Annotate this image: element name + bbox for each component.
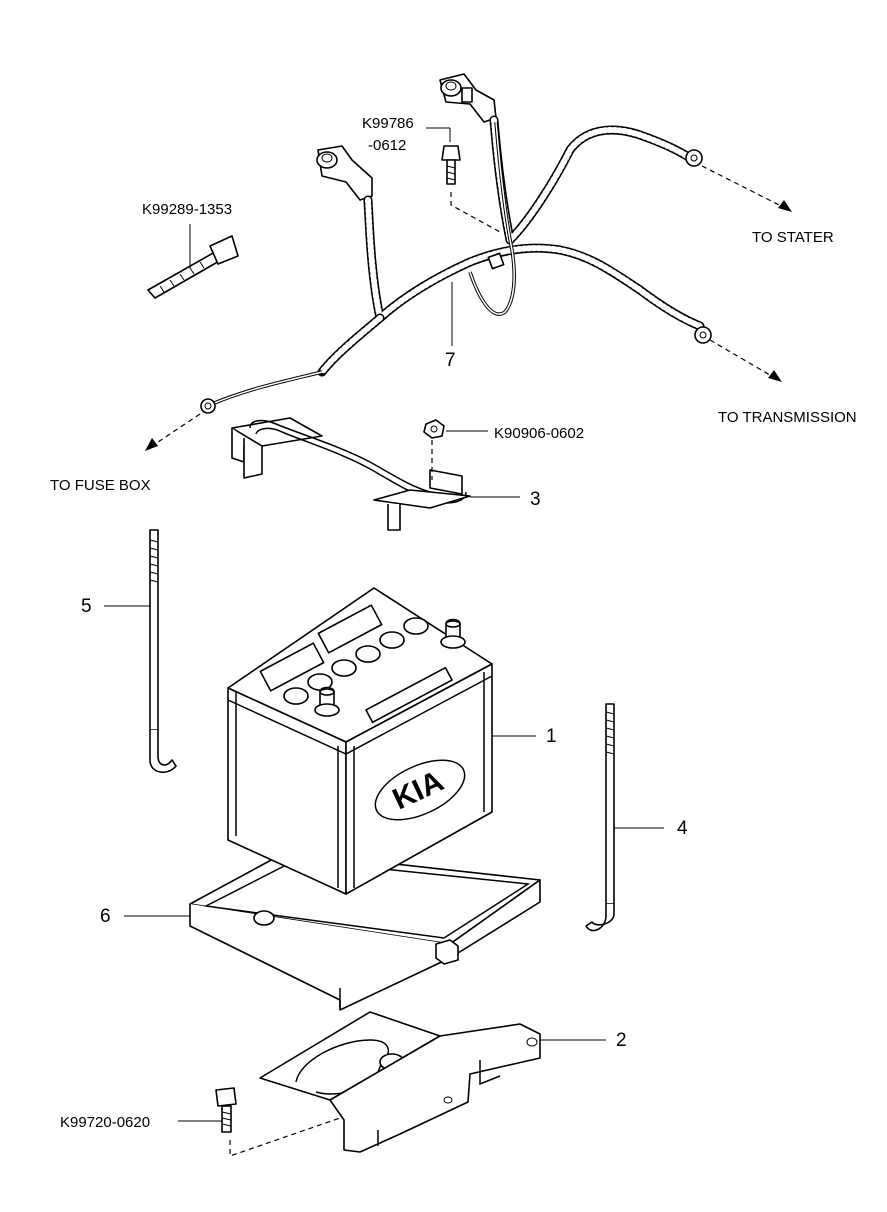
top-bolt-part-number-line1: K99786 [362,115,414,132]
cable-harness [200,73,712,414]
battery-tray [124,851,541,1011]
positive-terminal-clamp [316,145,373,201]
rod-left [104,529,177,773]
part-number-6: 6 [100,906,111,927]
to-transmission-label: TO TRANSMISSION [718,409,857,426]
nut-part-number: K90906-0602 [494,425,584,442]
top-bolt-part-number-line2: -0612 [368,137,406,154]
bottom-bolt-part-number: K99720-0620 [60,1114,150,1131]
part-number-5: 5 [81,596,92,617]
part-number-4: 4 [677,818,688,839]
bottom-bolt [178,1087,341,1157]
rod-right [585,703,664,932]
part-number-1: 1 [546,726,557,747]
battery: KIA [227,587,536,895]
battery-terminals [314,618,466,717]
to-fuse-box-label: TO FUSE BOX [50,477,151,494]
top-bolt [426,127,501,233]
negative-terminal-clamp [439,73,497,123]
tray-bracket [259,1011,606,1153]
battery-clamp [231,417,520,531]
tie-part-number: K99289-1353 [142,201,232,218]
cable-tie [147,224,239,299]
to-stater-label: TO STATER [752,229,834,246]
leader-arrows [145,165,792,451]
part-number-3: 3 [530,489,541,510]
part-number-2: 2 [616,1030,627,1051]
nut [423,419,488,439]
vent-caps [259,604,453,724]
part-number-7: 7 [445,350,456,371]
